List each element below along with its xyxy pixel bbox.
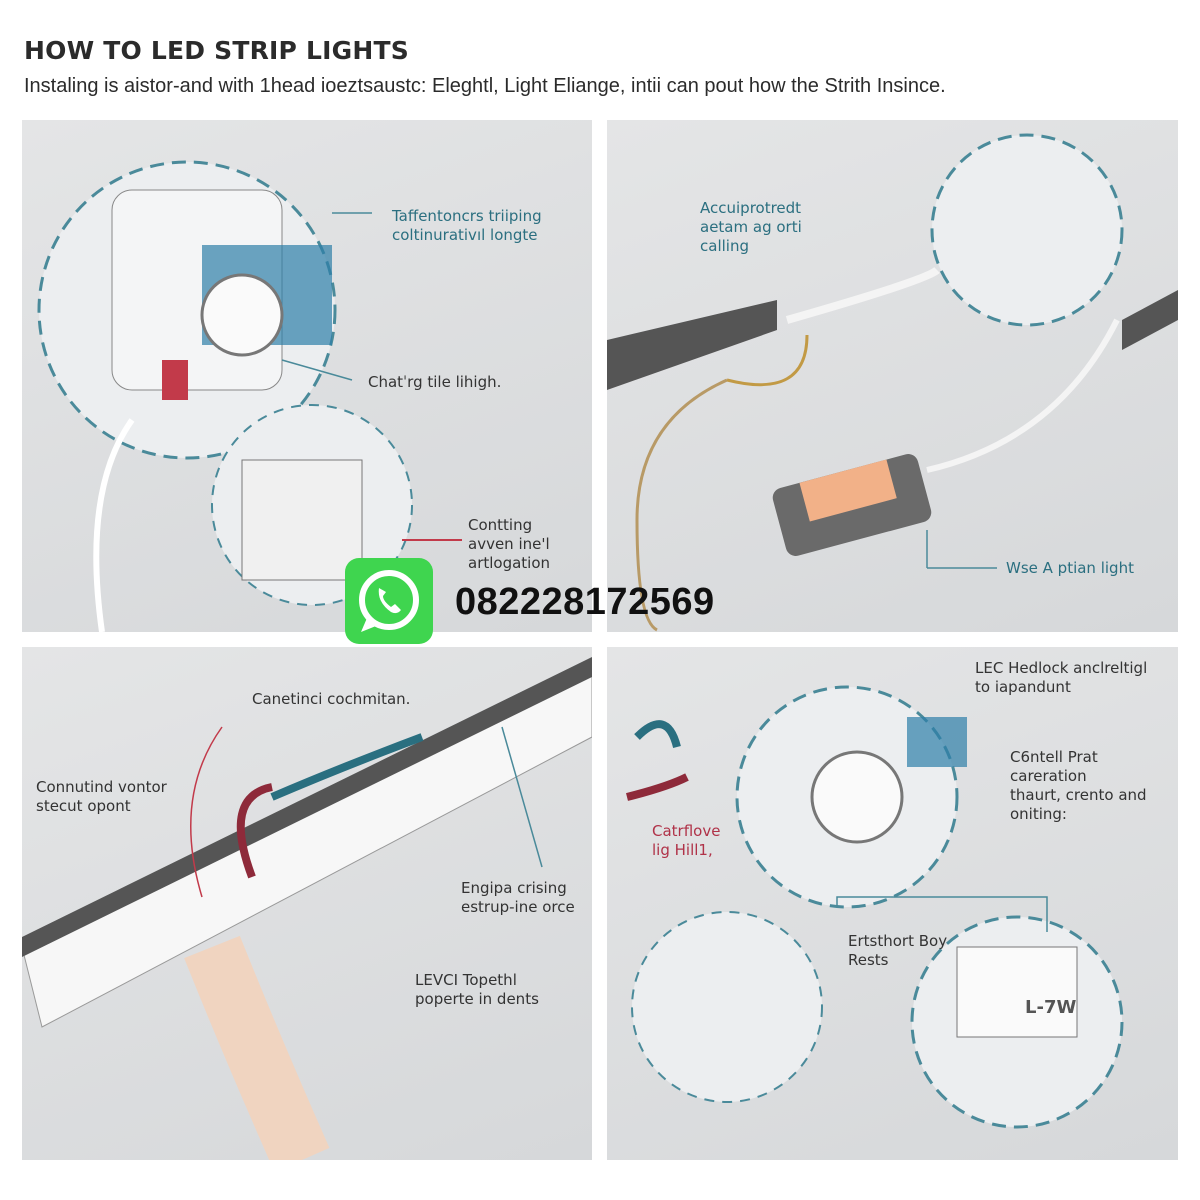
panel-bottom-right xyxy=(607,647,1178,1160)
illustration-connector-detail xyxy=(626,685,1124,1129)
page-title: HOW TO LED STRIP LIGHTS xyxy=(24,36,409,65)
box-label: L-7W xyxy=(1025,997,1077,1018)
watermark-phone: 082228172569 xyxy=(455,581,715,623)
illustration-light-fixture xyxy=(37,160,462,632)
label-accuiprotredt: Accuiprotredt aetam ag orti calling xyxy=(700,199,802,255)
panel-bottom-left xyxy=(22,647,592,1160)
label-catrflove: Catrflove lig Hill1, xyxy=(652,822,721,859)
label-levci: LEVCI Topethl poperte in dents xyxy=(415,971,539,1008)
label-ertsthort: Ertsthort Boy Rests xyxy=(848,932,948,969)
panel-top-right xyxy=(607,120,1178,632)
label-connecting: Contting avven ine'l artlogation xyxy=(468,516,551,572)
label-strip-continuation: Taffentoncrs triiping coltinurativıl lon… xyxy=(392,207,542,244)
label-engipa: Engipa crising estrup-ine orce xyxy=(461,879,575,916)
illustration-strip-channel xyxy=(22,657,592,1160)
label-canetinci: Canetinci cochmitan. xyxy=(252,690,411,708)
label-connutind: Connutind vontor stecut opont xyxy=(36,778,167,815)
label-contell-prat: C6ntell Prat careration thaurt, crento a… xyxy=(1010,748,1147,823)
label-lec-hedlock: LEC Hedlock anclreltigl to iapandunt xyxy=(975,659,1148,696)
whatsapp-icon xyxy=(345,558,433,644)
page-subtitle: Instaling is aistor-and with 1head ioezt… xyxy=(24,75,946,97)
illustration-controller xyxy=(607,133,1178,632)
label-charging-light: Chatˈrg tile lihigh. xyxy=(368,373,502,391)
panel-top-left xyxy=(22,120,592,632)
label-option-light: Wse A ptian light xyxy=(1006,559,1134,577)
